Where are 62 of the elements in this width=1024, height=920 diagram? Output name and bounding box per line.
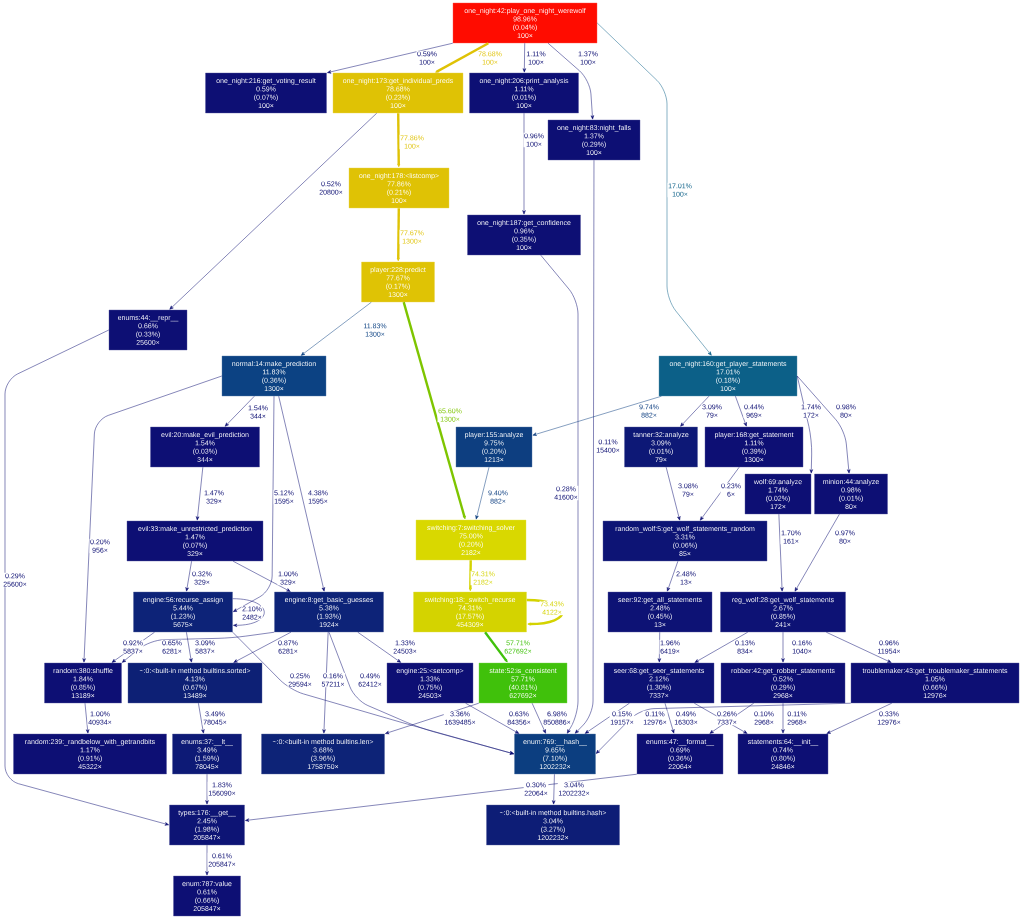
arrow [122,631,275,663]
arrow [233,395,275,612]
arrow [778,513,784,592]
arrow [82,375,223,663]
arrow [665,466,681,521]
arrow [532,395,662,436]
arrow [484,631,508,663]
arrow [680,395,710,427]
arrow [4,329,169,826]
arrow [552,773,556,805]
arrow [796,375,813,474]
arrow [781,702,785,734]
arrow [709,702,754,734]
arrow [402,301,466,520]
arrow [300,301,372,356]
arrow [826,702,892,734]
arrow [328,631,514,755]
arrow [205,844,209,876]
arrow [657,631,662,663]
arrow [522,42,527,73]
arrow [584,702,630,734]
arrow [205,773,209,805]
arrow [694,702,748,734]
arrow [547,42,595,120]
arrow [531,702,546,734]
loop-arrow [232,598,265,627]
arrow [435,42,489,73]
arrow [397,113,401,168]
arrow [794,513,840,592]
arrow [396,208,400,262]
arrow [596,22,712,356]
arrow [327,42,454,74]
arrow [574,159,595,734]
arrow [694,631,748,663]
arrow [666,560,679,592]
arrow [195,466,204,521]
arrow [232,560,291,592]
arrow [169,112,377,310]
arrow [796,375,851,474]
arrow [185,560,192,592]
arrow [735,395,747,427]
arrow [468,560,472,592]
arrow [540,254,579,734]
arrow [522,112,526,215]
arrow [198,702,205,734]
arrow [475,466,490,520]
arrow [357,631,401,663]
arrow [84,702,90,734]
arrow [245,773,638,822]
arrow [465,702,520,734]
arrow [111,631,155,663]
arrow [322,631,329,734]
arrow [278,395,325,592]
arrow [781,631,785,663]
arrow [664,702,675,734]
arrow [595,702,852,754]
arrow [826,631,892,663]
arrow [233,631,292,663]
arrow [700,466,740,521]
arrow [224,395,255,427]
arrow [385,702,480,735]
arrow [186,631,193,663]
